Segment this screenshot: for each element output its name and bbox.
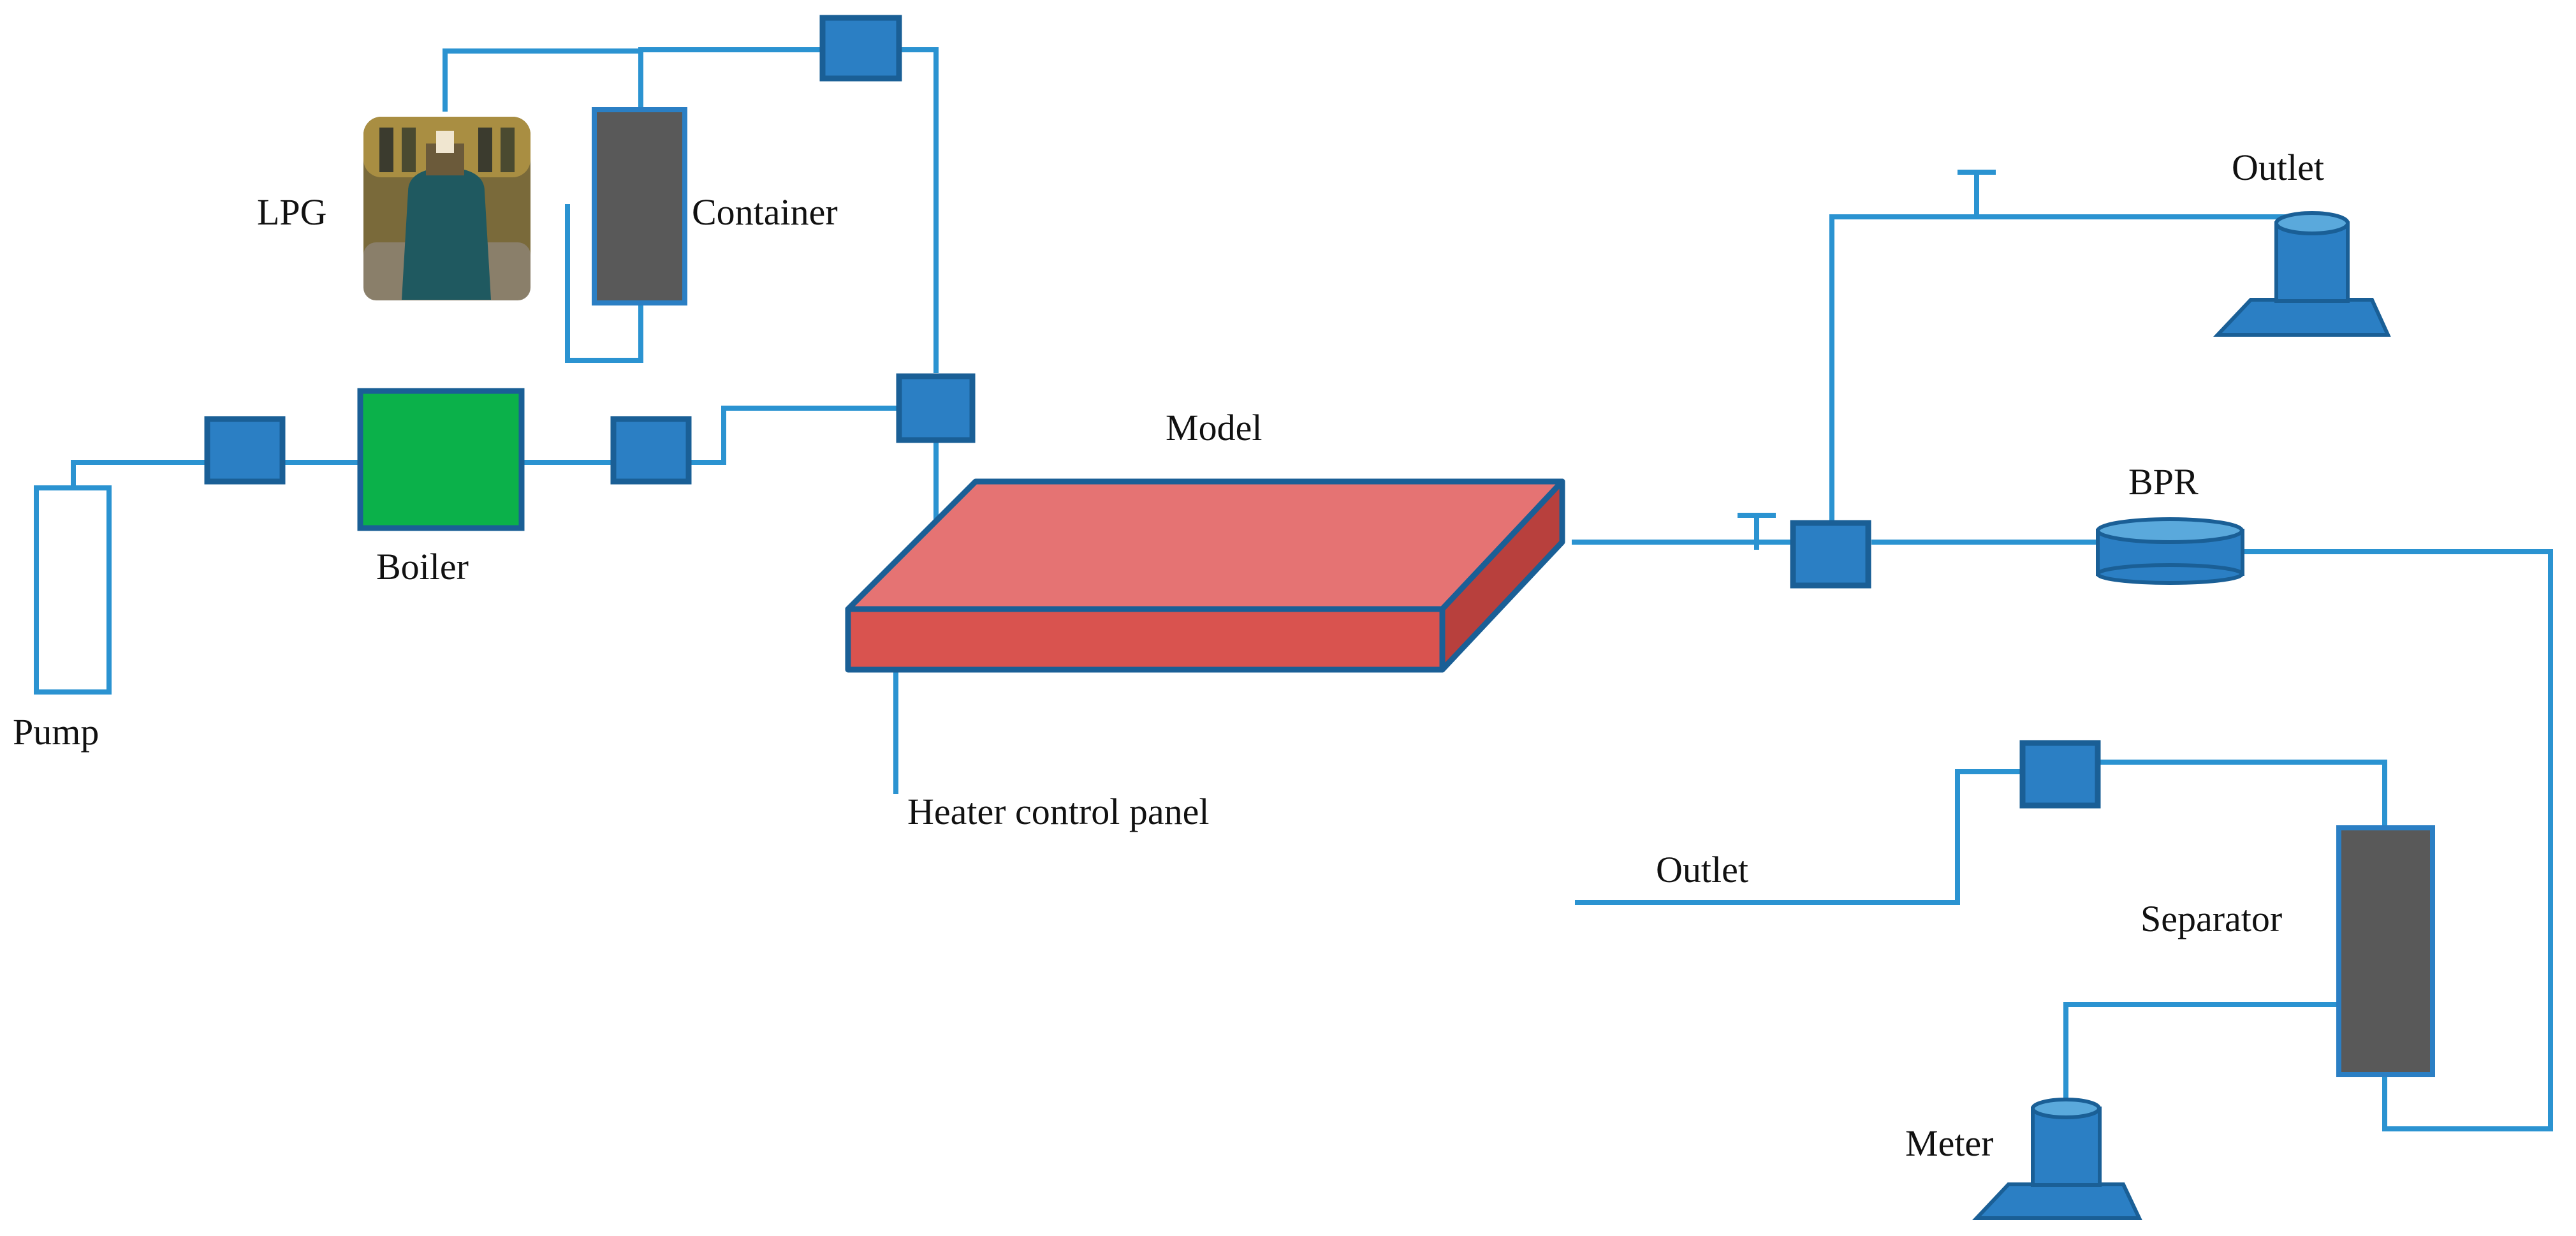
valve-model-out[interactable] [1790,520,1871,589]
bpr-icon [2096,517,2244,585]
label-boiler: Boiler [376,546,469,587]
pump-body [34,485,112,695]
label-outlet-top: Outlet [2232,147,2324,188]
label-model: Model [1166,407,1262,448]
pipe-separator-top [2098,760,2387,829]
pipe-top-valve-down [899,47,939,373]
container-vessel [592,107,687,305]
separator-vessel [2336,825,2435,1077]
label-meter: Meter [1905,1122,1994,1164]
label-separator: Separator [2141,898,2282,939]
valve-top[interactable] [819,15,902,82]
model-slab [845,478,1565,673]
label-outlet-mid: Outlet [1656,849,1748,890]
label-lpg: LPG [257,191,327,233]
pipe-separator-meter [2063,1002,2340,1107]
pipe-lpg-container [443,48,643,112]
pipes [71,47,2553,1131]
valve-boiler-junction[interactable] [610,416,692,485]
pipe-pump-out [71,460,207,487]
lpg-cylinder-icon [363,117,531,300]
label-bpr: BPR [2128,461,2199,503]
label-pump: Pump [13,711,99,753]
meter-icon [1972,1098,2142,1220]
outlet-top-icon [2213,211,2391,337]
label-container: Container [692,191,838,233]
pipe-to-outlet-top [1829,214,2292,523]
valve-junction[interactable] [896,373,976,443]
pipe-container-return [565,204,643,363]
pipe-container-to-top-valve [638,47,823,52]
label-heater: Heater control panel [907,791,1209,832]
pipe-valve-junction [689,406,899,465]
valve-pump-boiler[interactable] [204,416,286,485]
valve-separator-outlet[interactable] [2019,740,2101,809]
pipe-valve-outlet [1575,769,2021,905]
pipe-bpr-separator [2244,549,2553,1131]
boiler-box [357,388,525,531]
